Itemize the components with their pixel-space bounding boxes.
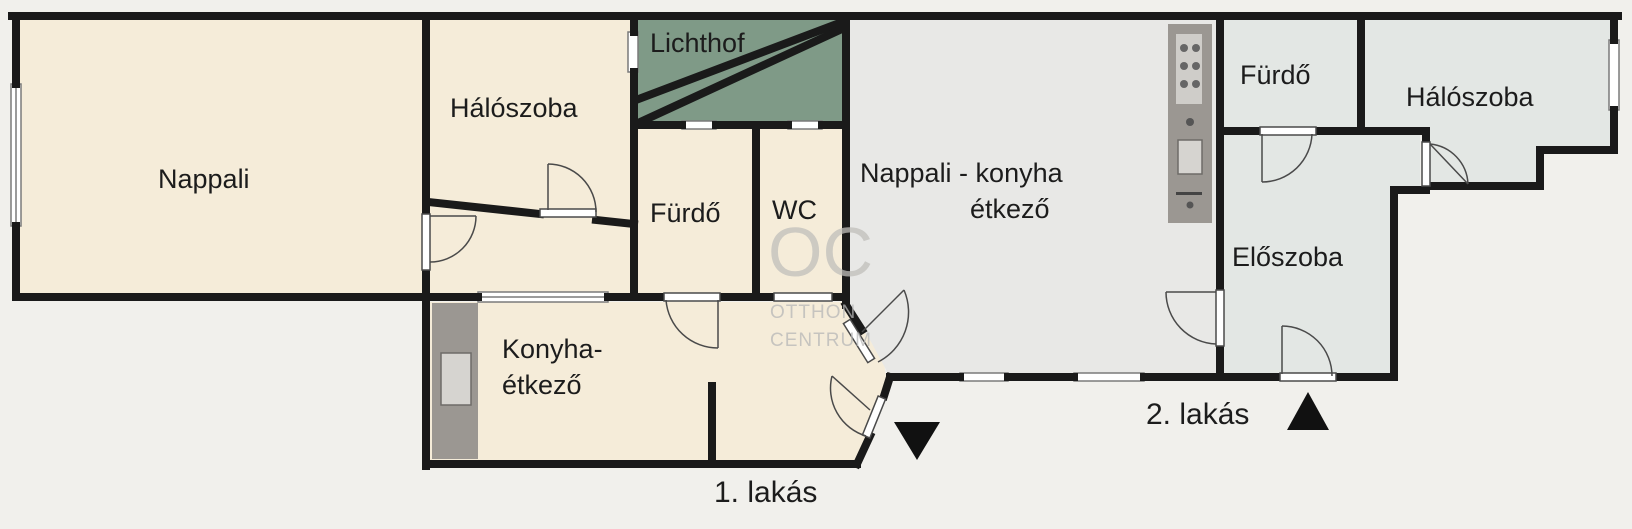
floor-furdo-1: [636, 128, 754, 297]
door-swing: [1281, 325, 1333, 377]
room-label-nappali-konyha-line2: étkező: [970, 194, 1050, 224]
burner-icon: [1192, 62, 1200, 70]
door-swing: [829, 375, 867, 437]
watermark-line2: CENTRUM: [770, 330, 872, 351]
room-label-haloszoba-1: Hálószoba: [450, 93, 579, 123]
unit-label-2: 2. lakás: [1146, 398, 1249, 431]
window: [1073, 372, 1145, 382]
door-frame: [1421, 141, 1431, 187]
triangle-up-arrow-icon: [1287, 392, 1329, 430]
door-swing: [877, 289, 910, 363]
door-leaf: [861, 289, 905, 333]
watermark-logo: OC: [768, 213, 873, 291]
burner-icon: [1180, 44, 1188, 52]
door-swing: [547, 163, 597, 213]
room-label-eloszoba: Előszoba: [1232, 242, 1344, 272]
floor-wc: [758, 128, 842, 297]
counter-edge: [1176, 192, 1202, 195]
window: [787, 120, 823, 130]
room-label-lichthof: Lichthof: [650, 28, 745, 58]
room-label-wc: WC: [772, 195, 817, 225]
door-frame: [1279, 372, 1337, 382]
door-swing: [1165, 291, 1217, 345]
room-label-konyha-line2: étkező: [502, 370, 582, 400]
floor-konyha-1: [428, 302, 887, 462]
burner-icon: [1192, 44, 1200, 52]
door-frame: [773, 292, 833, 302]
knob-icon: [1186, 118, 1194, 126]
room-label-nappali-konyha-line1: Nappali - konyha: [860, 158, 1064, 188]
door-frame: [842, 318, 876, 364]
door-leaf: [1429, 143, 1469, 185]
floor-eloszoba: [1222, 134, 1420, 377]
kitchen-sink-icon: [1177, 139, 1203, 175]
burner-icon: [1180, 80, 1188, 88]
room-label-haloszoba-2: Hálószoba: [1406, 82, 1535, 112]
door-leaf: [831, 375, 871, 411]
door-swing: [665, 299, 719, 349]
watermark-line1: OTTHON: [770, 302, 856, 323]
floor-furdo-2: [1222, 20, 1358, 128]
knob-icon: [1186, 201, 1194, 209]
room-label-nappali-1: Nappali: [158, 164, 250, 194]
door-frame: [663, 292, 721, 302]
doors: [421, 126, 1469, 439]
unit-label-1: 1. lakás: [714, 476, 817, 509]
lichthof-diagonals: [630, 16, 850, 130]
triangle-down-arrow-icon: [894, 422, 940, 460]
window: [959, 372, 1009, 382]
watermark: OC OTTHON CENTRUM: [768, 213, 873, 351]
door-swing: [1261, 133, 1313, 183]
door-frame: [1259, 126, 1317, 136]
room-label-furdo-2: Fürdő: [1240, 60, 1311, 90]
burner-icon: [1192, 80, 1200, 88]
room-label-konyha-line1: Konyha-: [502, 334, 603, 364]
burner-icon: [1180, 62, 1188, 70]
door-frame: [1215, 289, 1225, 347]
room-label-furdo-1: Fürdő: [650, 198, 721, 228]
door-swing: [1429, 143, 1469, 185]
floor-nappali-1: [16, 20, 424, 297]
window: [1608, 39, 1620, 111]
door-frame: [539, 208, 597, 218]
door-swing: [429, 215, 477, 263]
floor-haloszoba-1: [428, 20, 632, 297]
floor-nappali-konyha: [846, 20, 1218, 377]
window: [681, 120, 717, 130]
door-frame: [421, 213, 431, 271]
sink-icon: [440, 352, 472, 406]
fixtures: [432, 24, 1212, 459]
door-frame: [861, 395, 887, 439]
window: [627, 31, 639, 73]
unit-labels: 1. lakás 2. lakás: [714, 392, 1329, 509]
room-labels: Nappali Hálószoba Lichthof Fürdő WC Kony…: [158, 28, 1535, 400]
walls: [8, 12, 1622, 470]
